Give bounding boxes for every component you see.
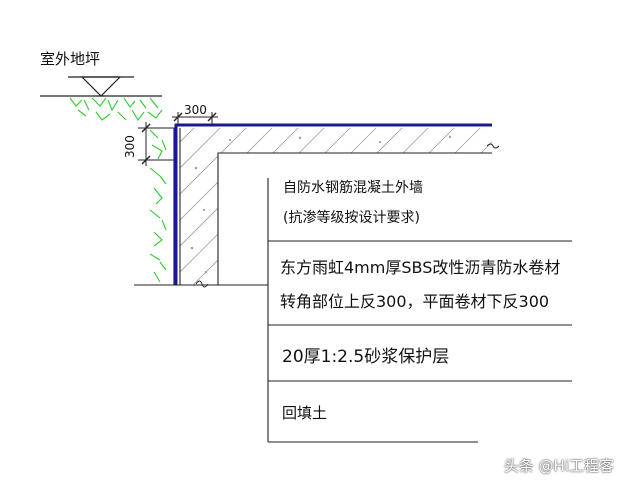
waterproof-membrane — [174, 123, 492, 285]
note-membrane-turn: 转角部位上反300，平面卷材下反300 — [280, 292, 549, 311]
hatch-line — [552, 110, 624, 290]
note-mortar: 20厚1:2.5砂浆保护层 — [282, 347, 449, 367]
dim-vertical-label: 300 — [123, 135, 137, 158]
hatch-line — [578, 110, 624, 290]
concrete-aggregate — [190, 135, 452, 274]
note-membrane: 东方雨虹4mm厚SBS改性沥青防水卷材 — [280, 258, 560, 277]
soil-hatch — [69, 97, 167, 283]
dim-v-tick-bottom — [141, 155, 151, 165]
note-wall: 自防水钢筋混凝土外墙 — [283, 179, 423, 196]
notes-table — [267, 178, 572, 443]
dim-h-tick-right — [207, 112, 217, 122]
ground-elevation-symbol — [80, 76, 122, 97]
watermark: 头条 @Hi工程客 — [503, 457, 614, 475]
note-backfill: 回填土 — [282, 404, 327, 422]
ground-label: 室外地坪 — [40, 50, 100, 68]
hatch-line — [180, 128, 265, 285]
break-mark-right — [486, 143, 500, 149]
hatch-line — [180, 128, 239, 285]
dim-v-tick-top — [141, 123, 151, 133]
hatch-line — [180, 128, 213, 285]
note-impermeability: (抗渗等级按设计要求) — [283, 209, 420, 226]
hatch-line — [604, 110, 624, 290]
break-mark-bottom — [195, 280, 209, 288]
hatch-line — [180, 128, 187, 285]
wall-outline — [179, 128, 492, 285]
dim-horizontal-label: 300 — [184, 103, 207, 117]
dim-h-tick-left — [173, 112, 183, 122]
hatch-line — [180, 128, 291, 285]
